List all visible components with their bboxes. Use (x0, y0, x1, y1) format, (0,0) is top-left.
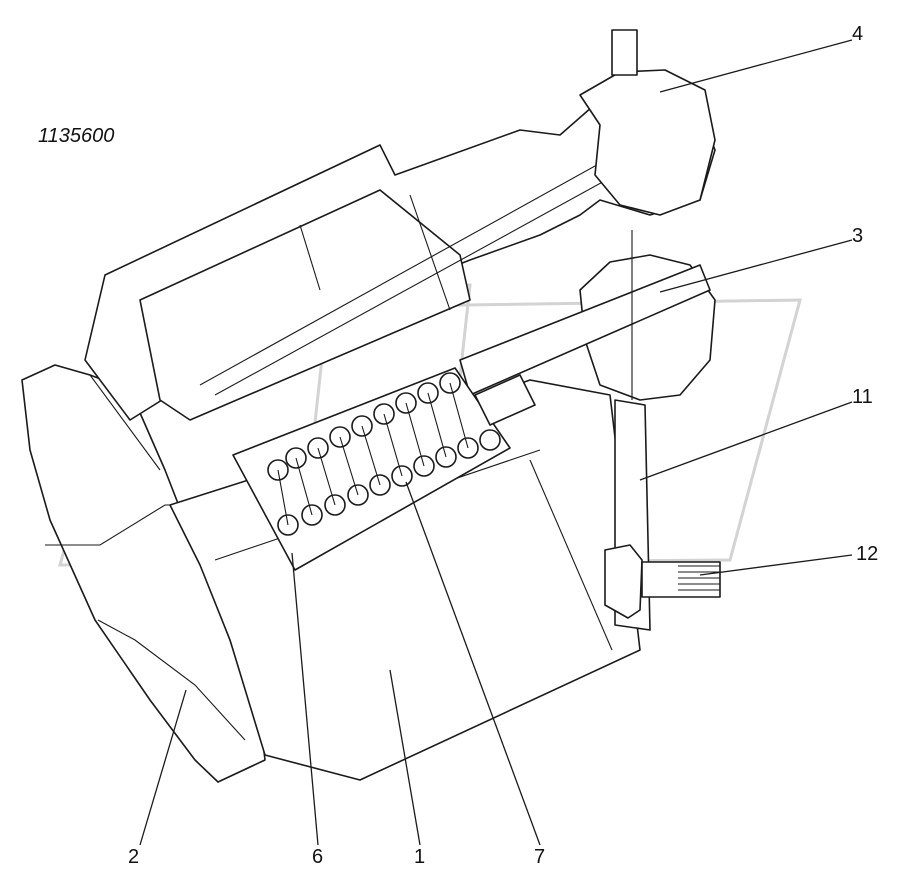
callout-2: 2 (128, 846, 139, 868)
plunger (474, 374, 536, 426)
callout-7: 7 (534, 846, 545, 868)
leader-lines (139, 39, 853, 846)
spring (267, 372, 501, 536)
bolt-head (604, 544, 643, 619)
callout-6: 6 (312, 846, 323, 868)
bolt-shank (641, 561, 721, 598)
callout-12: 12 (856, 543, 878, 565)
callout-11: 11 (852, 386, 873, 408)
callout-1: 1 (414, 846, 425, 868)
callout-4: 4 (852, 23, 863, 45)
upper-rod (611, 29, 638, 76)
ball-joint-upper (579, 69, 716, 216)
callout-3: 3 (852, 225, 863, 247)
drawing-number: 1135600 (38, 125, 114, 147)
